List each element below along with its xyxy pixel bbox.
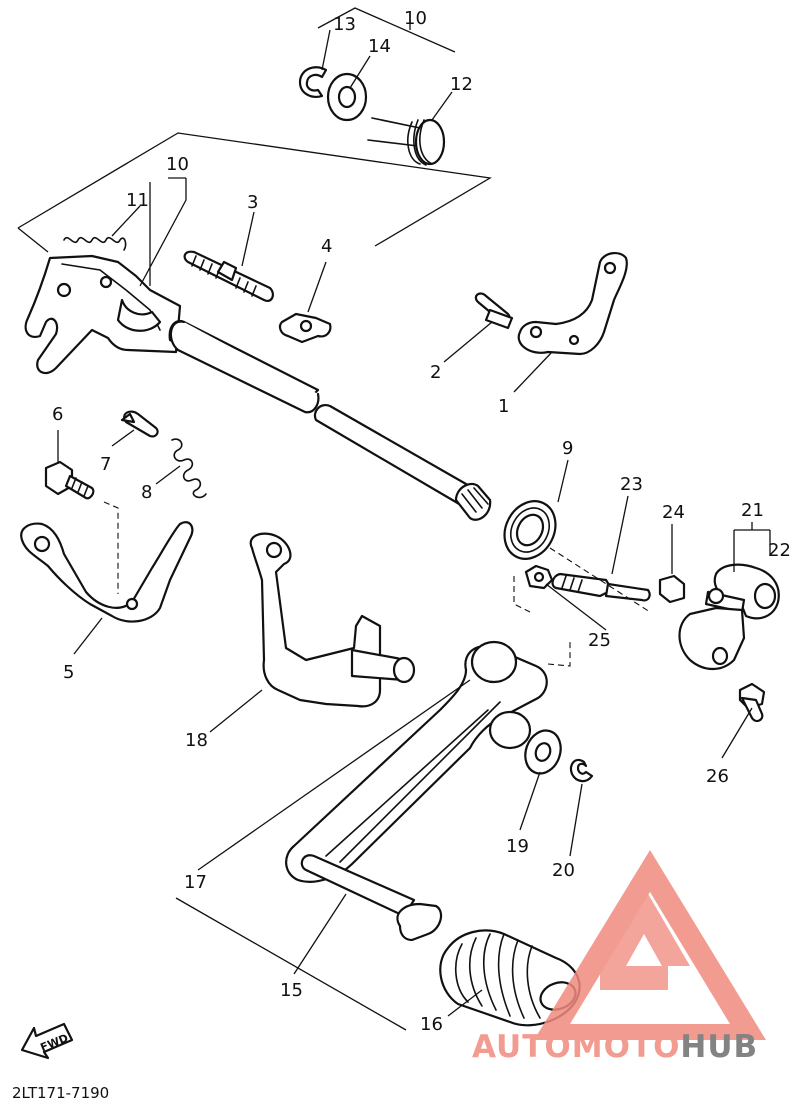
pivot-rod-15 — [300, 854, 443, 942]
callout-3: 3 — [247, 192, 258, 213]
watermark-moto: MOTO — [572, 1029, 681, 1065]
washer-14 — [326, 72, 368, 122]
bolt-6 — [44, 460, 95, 500]
oil-seal-9 — [503, 500, 557, 560]
lever-18 — [249, 532, 416, 708]
callout-22: 22 — [768, 540, 791, 561]
watermark-logo: AUTOMOTOHUB — [472, 850, 766, 1065]
callout-8: 8 — [141, 482, 152, 503]
callout-4: 4 — [321, 236, 332, 257]
stud-bolt-3 — [183, 250, 274, 302]
callout-10-mid: 10 — [166, 154, 189, 175]
diagram-code: 2LT171-7190 — [12, 1084, 109, 1102]
callout-6: 6 — [52, 404, 63, 425]
watermark-hub: HUB — [680, 1029, 758, 1065]
rod-23 — [551, 572, 651, 602]
bolt-26 — [738, 682, 766, 723]
callout-26: 26 — [706, 766, 729, 787]
callout-11: 11 — [126, 190, 149, 211]
callout-14: 14 — [368, 36, 391, 57]
callout-13: 13 — [333, 14, 356, 35]
callout-24: 24 — [662, 502, 685, 523]
spring-8 — [171, 438, 207, 499]
screw-7 — [120, 410, 159, 438]
collar-4 — [278, 312, 332, 344]
nut-24 — [658, 574, 686, 604]
watermark-triangle-icon — [534, 850, 766, 1040]
leader-lines — [57, 7, 771, 1031]
fwd-arrow-icon: FWD — [20, 1022, 74, 1060]
shift-shaft-10 — [24, 254, 492, 521]
spring-11 — [63, 236, 127, 251]
callout-18: 18 — [185, 730, 208, 751]
circlip-13 — [298, 66, 328, 98]
callout-20: 20 — [552, 860, 575, 881]
callout-1: 1 — [498, 396, 509, 417]
washer-19 — [524, 729, 562, 775]
joint-assembly-21 — [678, 563, 780, 671]
callout-15: 15 — [280, 980, 303, 1001]
callout-12: 12 — [450, 74, 473, 95]
callout-2: 2 — [430, 362, 441, 383]
shift-pedal-17 — [285, 640, 548, 883]
watermark-g-icon — [600, 880, 690, 990]
callout-21: 21 — [741, 500, 764, 521]
callout-9: 9 — [562, 438, 573, 459]
svg-text:AUTOMOTOHUB: AUTOMOTOHUB — [472, 1029, 758, 1065]
callout-labels: 13 10 14 12 10 11 3 4 2 1 6 7 8 9 23 24 … — [52, 8, 791, 1035]
callout-19: 19 — [506, 836, 529, 857]
bolt-2 — [474, 292, 514, 330]
callout-23: 23 — [620, 474, 643, 495]
stopper-lever-5 — [20, 521, 194, 623]
callout-10-top: 10 — [404, 8, 427, 29]
stopper-plate-1 — [517, 252, 628, 356]
subassembly-outline-10-lower — [17, 132, 492, 247]
torsion-spring-12 — [367, 117, 446, 166]
watermark-auto: AUTO — [472, 1029, 572, 1065]
callout-25: 25 — [588, 630, 611, 651]
callout-17: 17 — [184, 872, 207, 893]
nut-25 — [524, 564, 554, 590]
callout-5: 5 — [63, 662, 74, 683]
subassembly-outline-10-lower-left — [17, 227, 49, 253]
callout-7: 7 — [100, 454, 111, 475]
callout-16: 16 — [420, 1014, 443, 1035]
circlip-20 — [569, 758, 594, 783]
